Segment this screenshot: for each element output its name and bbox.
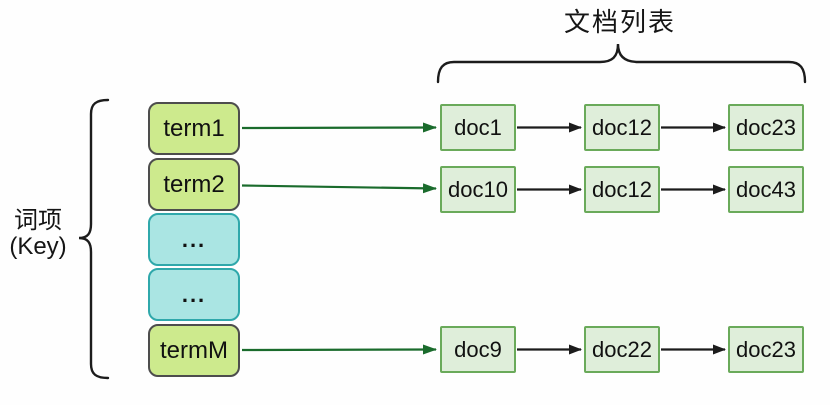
doc-box-row2-2: doc12 [584, 166, 660, 213]
term-box-ellipsis-1: ... [148, 213, 240, 266]
arrow-termM-doc9 [241, 344, 437, 355]
doc-box-row1-3: doc23 [728, 104, 804, 151]
doc-box-row3-2: doc22 [584, 326, 660, 373]
doc-box-row2-3: doc43 [728, 166, 804, 213]
doc-box-row1-1: doc1 [440, 104, 516, 151]
doc-list-title: 文档列表 [563, 7, 676, 37]
term-box-ellipsis-2: ... [148, 268, 240, 321]
doc-list-brace [436, 43, 807, 84]
key-brace [78, 98, 110, 380]
key-label-line2: (Key) [9, 233, 67, 260]
arrow-term1-doc1 [241, 122, 437, 133]
key-label: 词项 (Key) [0, 208, 76, 260]
arrow-term2-doc10 [241, 183, 437, 194]
term-box-term2: term2 [148, 158, 240, 211]
key-label-line1: 词项 [14, 207, 62, 234]
doc-box-row3-3: doc23 [728, 326, 804, 373]
term-box-term1: term1 [148, 102, 240, 155]
doc-box-row3-1: doc9 [440, 326, 516, 373]
doc-box-row1-2: doc12 [584, 104, 660, 151]
term-box-termM: termM [148, 324, 240, 377]
doc-box-row2-1: doc10 [440, 166, 516, 213]
